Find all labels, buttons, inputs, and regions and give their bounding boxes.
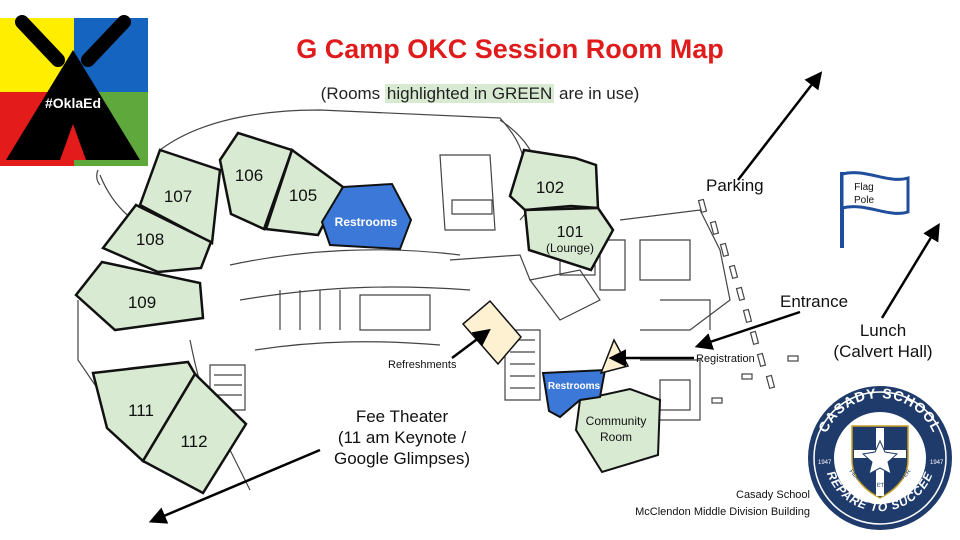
footer-building: McClendon Middle Division Building: [635, 506, 810, 518]
parking-label: Parking: [706, 176, 764, 195]
svg-text:102: 102: [536, 178, 564, 197]
svg-text:Flag: Flag: [854, 182, 873, 193]
refreshments-label: Refreshments: [388, 359, 457, 371]
svg-text:101: 101: [557, 224, 584, 241]
entrance-arrow: [694, 310, 801, 350]
community-room[interactable]: Community Room: [574, 387, 662, 474]
oklaed-logo: #OklaEd: [0, 15, 148, 166]
subtitle-before: (Rooms: [320, 84, 385, 103]
logo-text: #OklaEd: [45, 95, 101, 111]
room-106[interactable]: 106: [218, 131, 294, 231]
room-102[interactable]: 102: [508, 148, 600, 212]
page-title: G Camp OKC Session Room Map: [296, 34, 724, 64]
svg-text:105: 105: [289, 186, 317, 205]
svg-text:(Lounge): (Lounge): [546, 241, 594, 255]
svg-text:Restrooms: Restrooms: [335, 215, 398, 229]
svg-text:Restrooms: Restrooms: [548, 381, 601, 392]
room-101[interactable]: 101 (Lounge): [523, 206, 615, 272]
restrooms-top[interactable]: Restrooms: [320, 182, 413, 251]
svg-text:106: 106: [235, 166, 263, 185]
svg-text:107: 107: [164, 187, 192, 206]
fee-line-1: Fee Theater: [355, 407, 449, 426]
subtitle-after: are in use): [554, 84, 640, 103]
svg-text:112: 112: [180, 432, 207, 451]
direction-arrows: [148, 71, 940, 524]
refreshments-area[interactable]: [461, 299, 522, 366]
svg-text:111: 111: [128, 401, 154, 420]
lunch-line-1: Lunch: [859, 321, 907, 340]
svg-text:109: 109: [128, 293, 156, 312]
room-109[interactable]: 109: [74, 260, 205, 332]
registration-area[interactable]: [599, 338, 630, 375]
room-105[interactable]: 105: [264, 147, 345, 237]
footer-school: Casady School: [736, 489, 810, 501]
svg-text:1947: 1947: [930, 460, 944, 466]
svg-text:108: 108: [136, 230, 164, 249]
room-108[interactable]: 108: [101, 203, 213, 274]
subtitle-highlight: highlighted in GREEN: [384, 84, 555, 103]
fee-theater-arrow: [148, 448, 321, 524]
svg-text:1947: 1947: [818, 460, 832, 466]
teepee-icon: [6, 15, 140, 160]
lunch-line-2: (Calvert Hall): [833, 342, 933, 361]
flag-pole-icon: Flag Pole: [840, 171, 910, 248]
room-112[interactable]: 112: [141, 371, 248, 495]
refreshments-arrow: [451, 328, 491, 359]
lunch-label: Lunch (Calvert Hall): [826, 320, 940, 362]
entrance-label: Entrance: [780, 292, 849, 311]
svg-text:Room: Room: [600, 430, 632, 444]
fee-line-3: Google Glimpses): [333, 449, 471, 468]
page-subtitle: (Rooms highlighted in GREEN are in use): [270, 84, 690, 104]
room-107[interactable]: 107: [138, 148, 222, 245]
fee-theater-label: Fee Theater (11 am Keynote / Google Glim…: [316, 406, 488, 469]
lunch-arrow: [880, 223, 940, 319]
registration-label: Registration: [696, 353, 755, 365]
svg-text:Pole: Pole: [854, 195, 874, 206]
parking-arrow: [737, 71, 823, 181]
shield-icon: [851, 425, 909, 499]
svg-text:Community: Community: [586, 414, 647, 428]
fee-line-2: (11 am Keynote /: [337, 428, 467, 447]
window-marks: [697, 198, 799, 404]
